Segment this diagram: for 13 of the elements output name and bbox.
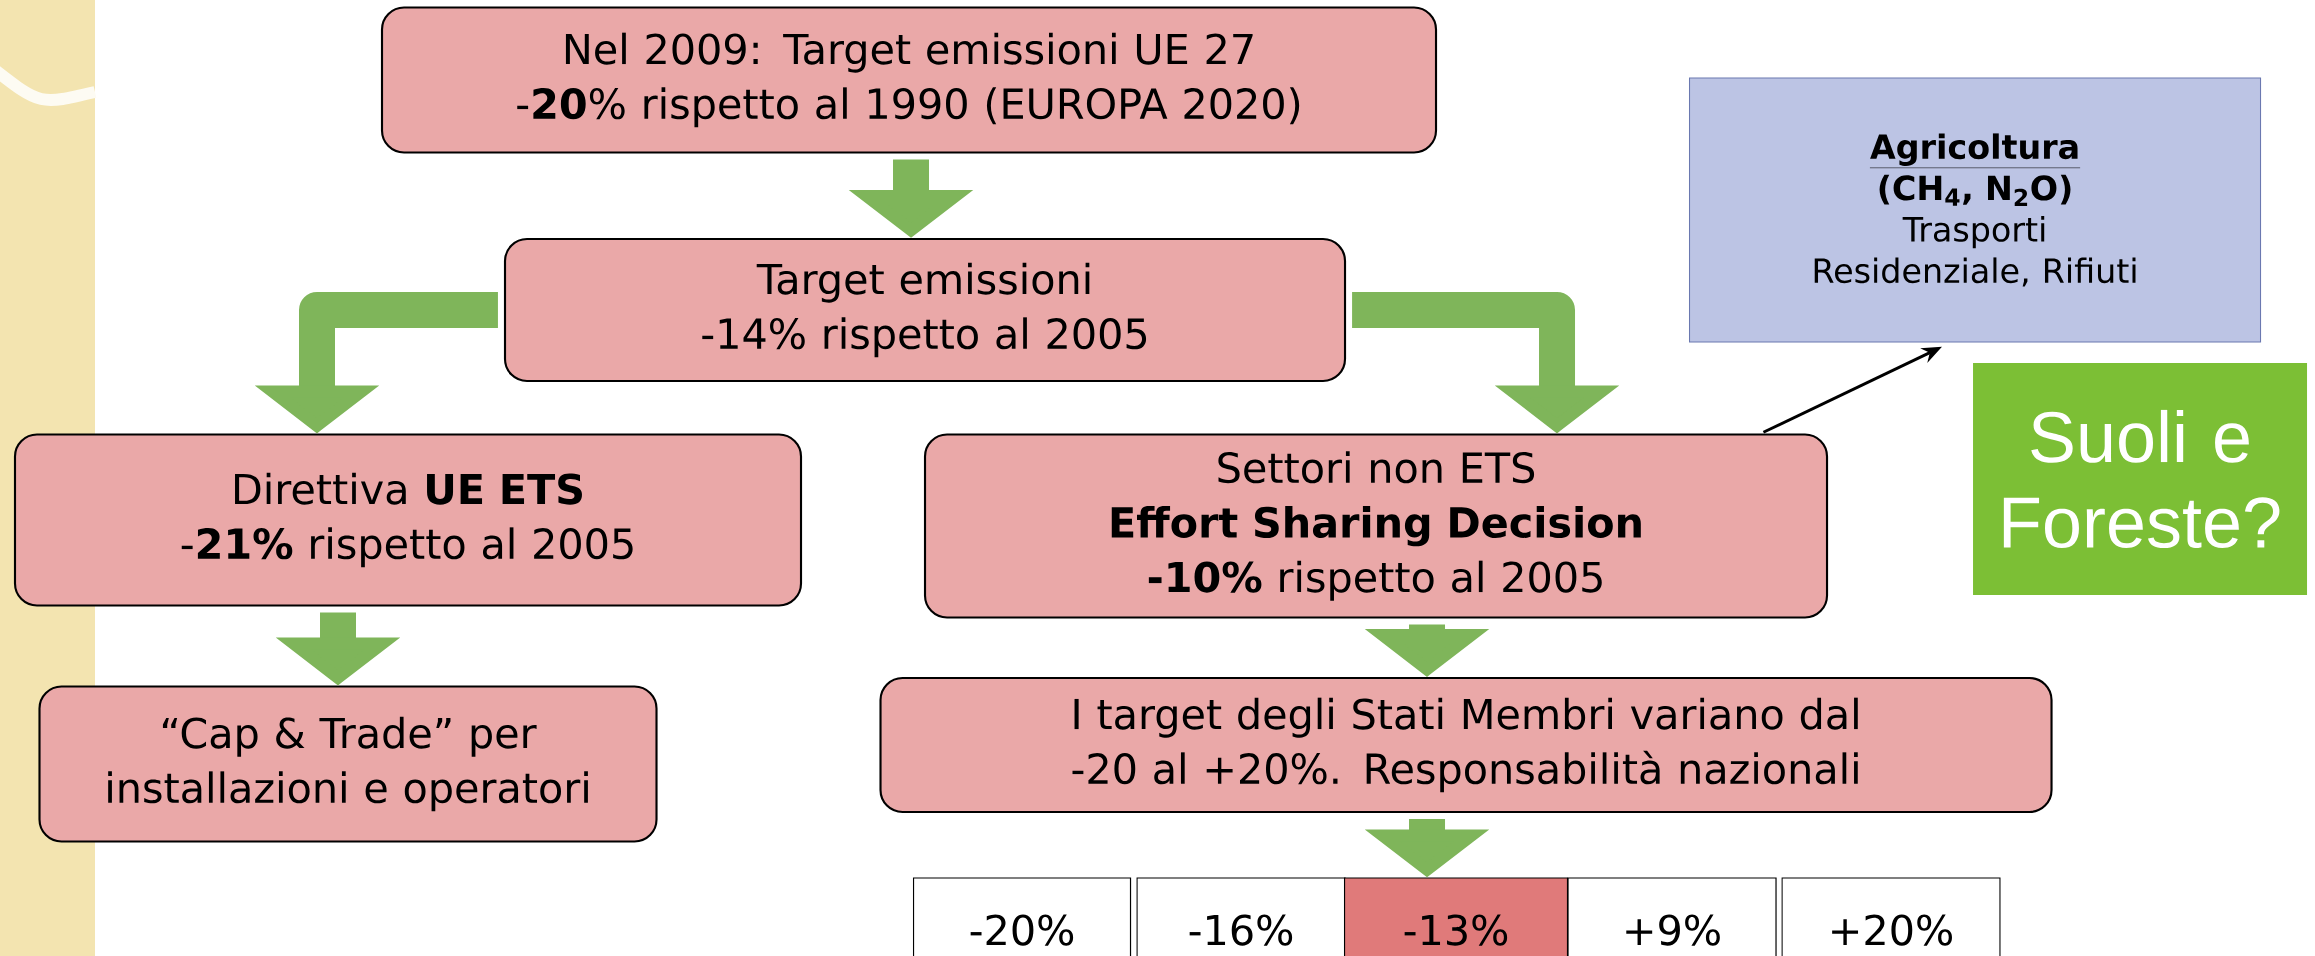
process-box: Settori non ETS Effort Sharing Decision -10% rispetto al 2005 (923, 433, 1829, 619)
process-box: Nel 2009: Target emissioni UE 27 -20% rispetto al 1990 (EUROPA 2020) (380, 6, 1438, 154)
table-cell: -20% (912, 877, 1132, 956)
process-box: I target degli Stati Membri variano dal -20 al +20%. Responsabilità nazionali (879, 676, 2053, 814)
table-cell: +9% (1567, 877, 1777, 956)
table-cell: -16% (1136, 877, 1346, 956)
highlight-box: Suoli e Foreste? (1973, 363, 2308, 595)
info-box: Agricoltura (CH$_{4}$, N$_{2}$O) Trasporti Residenziale, Rifiuti (1689, 77, 2262, 343)
table-cell: -13% (1343, 877, 1569, 956)
process-box: “Cap & Trade” per installazioni e operatori (38, 685, 658, 843)
process-box: Target emissioni -14% rispetto al 2005 (503, 237, 1347, 383)
table-cell: +20% (1781, 877, 2001, 956)
process-box: Direttiva UE ETS -21% rispetto al 2005 (13, 433, 803, 607)
